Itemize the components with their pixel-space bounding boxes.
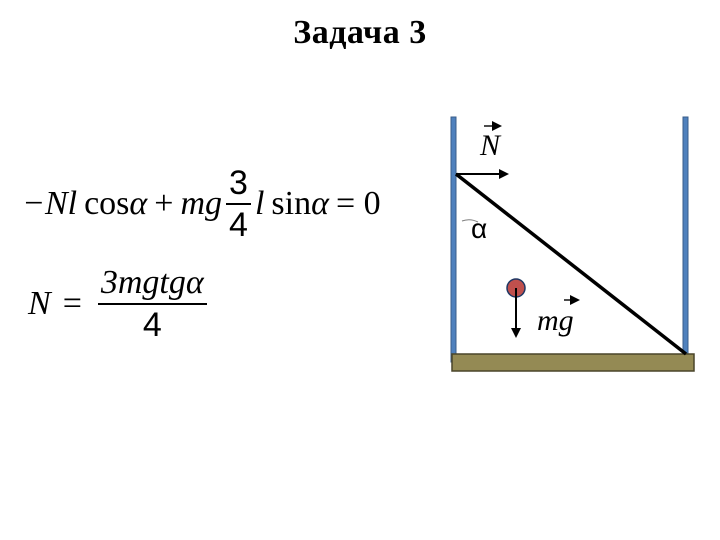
angle-arc bbox=[461, 219, 479, 223]
alpha-symbol: α bbox=[129, 185, 148, 222]
right-wall bbox=[682, 116, 689, 358]
fraction-numerator: 3 bbox=[229, 164, 248, 202]
fraction-bar bbox=[226, 203, 251, 205]
normal-force-equation: N = 3mgtgα 4 bbox=[28, 266, 211, 342]
term-n: N bbox=[28, 285, 51, 322]
alpha-symbol-2: α bbox=[311, 185, 329, 222]
fraction-result: 3mgtgα 4 bbox=[97, 264, 207, 344]
term-mg: mg bbox=[180, 185, 223, 222]
cos-function: cos bbox=[84, 185, 130, 222]
torque-equation: −Nl cos α + mg 3 4 l sin α = 0 bbox=[22, 166, 381, 242]
slide-title: Задача 3 bbox=[293, 14, 427, 51]
rod bbox=[454, 172, 688, 356]
fraction-denominator: 4 bbox=[229, 206, 248, 244]
term-minus-n-l: −Nl bbox=[22, 185, 78, 222]
floor bbox=[451, 353, 695, 372]
result-denominator: 4 bbox=[142, 306, 162, 344]
sin-function: sin bbox=[271, 185, 312, 222]
vector-n-label: N bbox=[479, 129, 502, 162]
equals-zero: = 0 bbox=[335, 185, 381, 222]
fraction-three-quarters: 3 4 bbox=[226, 166, 251, 242]
result-numerator: 3mgtgα bbox=[100, 264, 204, 301]
angle-label: α bbox=[471, 213, 487, 244]
left-wall bbox=[450, 116, 457, 363]
plus-sign: + bbox=[154, 185, 174, 222]
vector-mg-label: mg bbox=[537, 304, 574, 337]
term-l: l bbox=[254, 185, 265, 222]
equals-sign: = bbox=[62, 285, 82, 322]
result-fraction-bar bbox=[97, 303, 207, 305]
